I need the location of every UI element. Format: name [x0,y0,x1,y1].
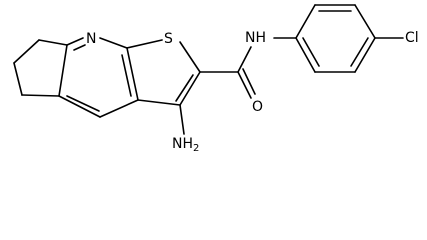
bond [350,37,369,67]
bond [38,39,68,46]
bond [302,37,320,67]
atom-label-s: S [164,31,173,47]
atom-label-cl: Cl [405,30,419,46]
thiophene-ring [126,39,201,106]
bond [354,4,376,39]
bond [99,37,128,49]
bond [126,47,139,101]
bond [295,37,316,73]
bond [21,94,60,97]
atom-label-o: O [252,99,263,115]
bond [295,4,316,39]
chlorophenyl-ring [273,4,404,73]
bond [126,39,163,49]
atom-label-nh: NH [245,30,266,46]
bond [354,37,376,73]
atom-label-nh2-main: NH [172,136,193,152]
bond [121,54,132,97]
bond [242,68,256,95]
atom-label-nh2-subscript: 2 [193,143,199,154]
carboxamide-group [199,46,256,99]
bond [13,62,23,96]
bond [66,95,100,112]
bond [73,44,86,51]
bond [237,46,252,73]
bond [99,99,139,118]
atom-label-nh2: NH2 [172,136,199,154]
bond [179,71,201,106]
bond [58,44,68,97]
chemical-structure-diagram: N S NH O Cl NH2 [13,4,419,154]
bond [58,95,101,118]
molecule-canvas: N S NH O Cl NH2 [13,4,419,154]
pyridine-ring [58,37,139,118]
bond [237,71,252,99]
bond [66,37,84,46]
atom-label-n: N [86,31,96,47]
bond [175,74,194,102]
cyclopentane-ring [13,39,68,97]
bond [179,41,201,73]
bond [179,104,185,135]
bond [13,39,40,64]
bond [137,99,181,106]
